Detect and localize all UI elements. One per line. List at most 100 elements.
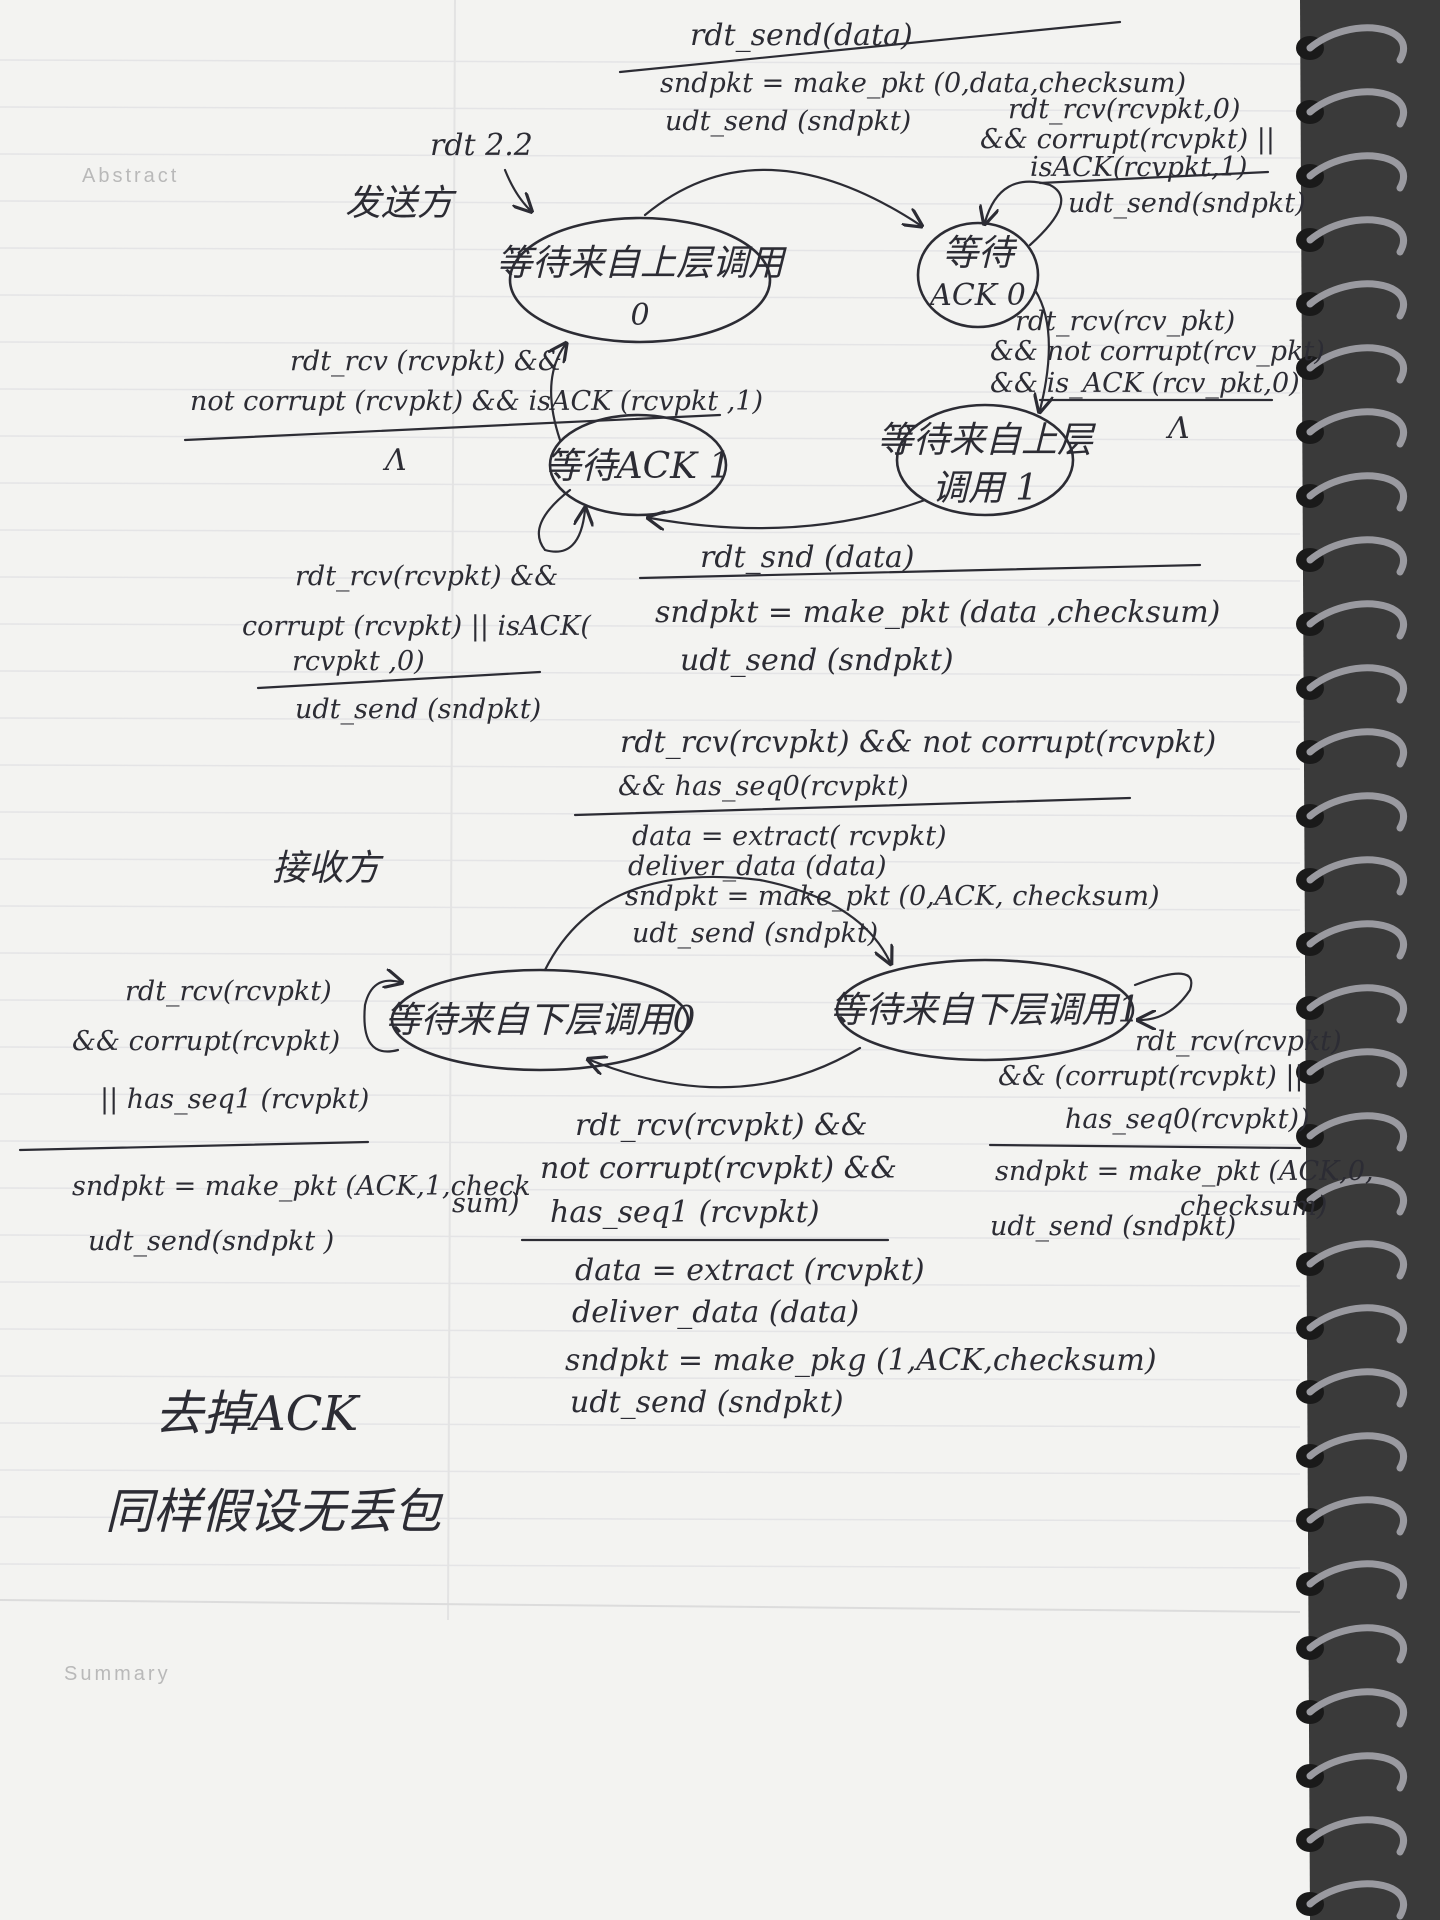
ruled-line bbox=[0, 435, 1301, 441]
spiral-ring bbox=[1306, 1880, 1407, 1920]
spiral-ring bbox=[1306, 1816, 1407, 1856]
spiral-ring bbox=[1306, 1432, 1407, 1472]
t-loop0-e1: rdt_rcv(rcvpkt) bbox=[125, 976, 332, 1007]
t-ack0-ok-e1: rdt_rcv(rcv_pkt) bbox=[1015, 306, 1235, 337]
t-send1-event: rdt_snd (data) bbox=[700, 540, 915, 575]
ruled-line bbox=[0, 1563, 1301, 1569]
t-loop1-e1: rdt_rcv(rcvpkt) bbox=[1135, 1026, 1342, 1057]
ruled-line bbox=[0, 576, 1301, 582]
state-wait-call-0-line2: 0 bbox=[630, 298, 649, 333]
state-wait-ack-0-line1: 等待 bbox=[942, 233, 1018, 274]
arrow-ack1-ok bbox=[551, 345, 565, 442]
state-wait-below-0 bbox=[390, 968, 690, 1072]
t-send1-action1: sndpkt = make_pkt (data ,checksum) bbox=[655, 595, 1220, 630]
ruled-line bbox=[0, 952, 1301, 958]
arrow-loop-0 bbox=[363, 981, 400, 1053]
t-send1-bar bbox=[638, 563, 1202, 580]
spiral-ring bbox=[1306, 1752, 1407, 1792]
t-loop0-a2: udt_send(sndpkt ) bbox=[88, 1226, 334, 1257]
ruled-line bbox=[0, 623, 1301, 629]
state-wait-call-0-line1: 等待来自上层调用 bbox=[496, 243, 787, 284]
t-loop0-bar bbox=[18, 1140, 370, 1152]
arrow-recv-0 bbox=[543, 875, 890, 972]
ruled-line bbox=[0, 388, 1301, 394]
ruled-line bbox=[0, 341, 1301, 347]
spiral-ring bbox=[1306, 472, 1407, 512]
arrow-send-1 bbox=[650, 498, 927, 528]
ruled-lines bbox=[0, 59, 1301, 1569]
spiral-ring bbox=[1306, 792, 1407, 832]
ruled-line bbox=[0, 59, 1301, 65]
spiral-ring bbox=[1306, 216, 1407, 256]
spiral-ring bbox=[1306, 280, 1407, 320]
t-ack1-ok-action: Λ bbox=[382, 443, 407, 478]
ruled-line bbox=[0, 764, 1301, 770]
t-ack1-loop-e2: corrupt (rcvpkt) || isACK( bbox=[242, 611, 592, 642]
t-recv0-a4: udt_send (sndpkt) bbox=[632, 918, 878, 949]
ruled-line bbox=[0, 1469, 1301, 1475]
t-recv0-a3: sndpkt = make_pkt (0,ACK, checksum) bbox=[625, 881, 1160, 912]
ruled-line bbox=[0, 1187, 1301, 1193]
ruled-line bbox=[0, 717, 1301, 723]
state-wait-ack-1 bbox=[548, 413, 728, 517]
arrow-loop-1 bbox=[1133, 972, 1193, 1020]
summary-divider bbox=[0, 1599, 1301, 1613]
t-ack1-ok-e2: not corrupt (rcvpkt) && isACK (rcvpkt ,1… bbox=[190, 386, 763, 417]
ruled-line bbox=[0, 1375, 1301, 1381]
ruled-line bbox=[0, 529, 1301, 535]
ruled-line bbox=[0, 200, 1301, 206]
spiral-ring bbox=[1306, 1304, 1407, 1344]
receiver-label: 接收方 bbox=[272, 848, 384, 889]
t-send0-event: rdt_send(data) bbox=[690, 18, 913, 53]
ruled-line bbox=[0, 858, 1301, 864]
t-recv0-e2: && has_seq0(rcvpkt) bbox=[618, 771, 909, 802]
t-recv0-bar bbox=[573, 796, 1132, 817]
spiral-ring bbox=[1306, 1496, 1407, 1536]
spiral-ring bbox=[1306, 1688, 1407, 1728]
arrow-recv-1 bbox=[590, 1046, 862, 1089]
t-ack0-ok-action: Λ bbox=[1165, 411, 1190, 446]
state-wait-below-1-line1: 等待来自下层调用1 bbox=[830, 990, 1141, 1031]
spiral-ring bbox=[1306, 536, 1407, 576]
t-loop1-e2: && (corrupt(rcvpkt) || bbox=[998, 1061, 1304, 1092]
t-send0-action1: sndpkt = make_pkt (0,data,checksum) bbox=[660, 68, 1186, 99]
state-wait-call-1-line1: 等待来自上层 bbox=[877, 420, 1097, 461]
state-wait-below-0-line1: 等待来自下层调用0 bbox=[385, 1000, 696, 1041]
t-ack1-ok-e1: rdt_rcv (rcvpkt) && bbox=[290, 346, 562, 377]
paper-sheet bbox=[0, 0, 1310, 1920]
t-ack0-loop-bar bbox=[1038, 170, 1270, 185]
t-loop0-a1b: sum) bbox=[452, 1188, 519, 1219]
ruled-line bbox=[0, 1140, 1301, 1146]
t-recv0-a1: data = extract( rcvpkt) bbox=[632, 821, 947, 852]
spiral-ring bbox=[1306, 856, 1407, 896]
ruled-line bbox=[0, 905, 1301, 911]
spiral-ring bbox=[1306, 24, 1407, 64]
ruled-line bbox=[0, 294, 1301, 300]
arrow-ack0-ok bbox=[1035, 288, 1049, 410]
spiral-ring bbox=[1306, 88, 1407, 128]
ruled-line bbox=[0, 999, 1301, 1005]
t-loop1-bar bbox=[988, 1143, 1302, 1150]
t-recv1-a3: sndpkt = make_pkg (1,ACK,checksum) bbox=[565, 1343, 1157, 1378]
ruled-line bbox=[0, 811, 1301, 817]
spiral-ring bbox=[1306, 152, 1407, 192]
t-send0-bar bbox=[618, 20, 1122, 74]
spiral-ring bbox=[1306, 1624, 1407, 1664]
t-recv1-e1: rdt_rcv(rcvpkt) && bbox=[575, 1108, 868, 1143]
t-recv1-a1: data = extract (rcvpkt) bbox=[575, 1253, 925, 1288]
state-wait-below-1 bbox=[835, 958, 1135, 1062]
t-ack1-loop-e1: rdt_rcv(rcvpkt) && bbox=[295, 561, 558, 592]
t-recv1-e3: has_seq1 (rcvpkt) bbox=[550, 1195, 820, 1230]
ruled-line bbox=[0, 1422, 1301, 1428]
ruled-line bbox=[0, 1093, 1301, 1099]
t-loop1-a1b: checksum) bbox=[1180, 1191, 1327, 1222]
spiral-ring bbox=[1306, 728, 1407, 768]
initial-arrow bbox=[503, 168, 530, 210]
abstract-label: Abstract bbox=[82, 165, 179, 187]
t-loop1-a2: udt_send (sndpkt) bbox=[990, 1211, 1236, 1242]
t-ack1-loop-action: udt_send (sndpkt) bbox=[295, 694, 541, 725]
t-recv0-a2: deliver_data (data) bbox=[628, 851, 886, 882]
t-ack1-loop-e3: rcvpkt ,0) bbox=[292, 646, 425, 677]
t-ack0-ok-e2: && not corrupt(rcv_pkt) bbox=[990, 336, 1325, 367]
